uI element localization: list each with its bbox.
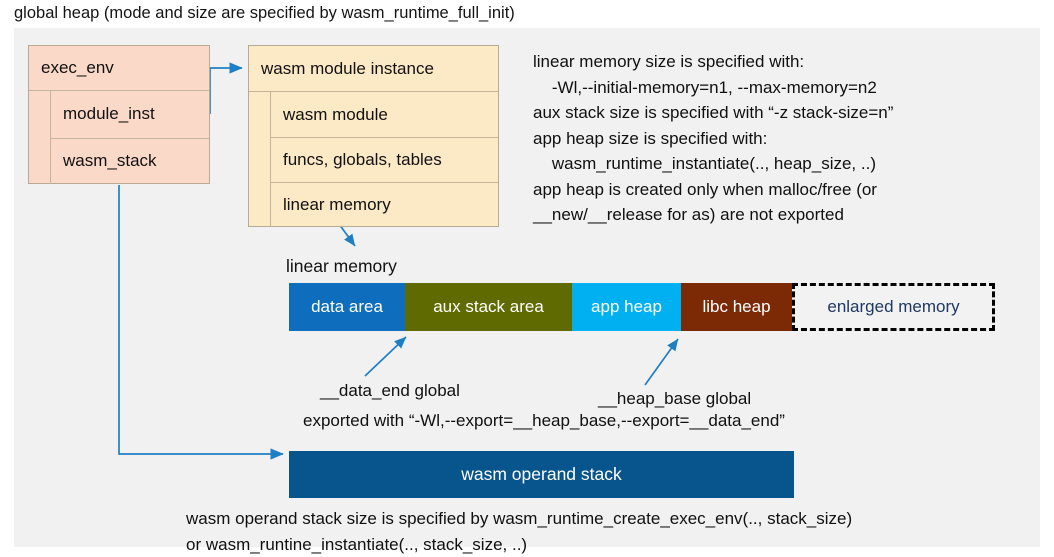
memory-segment-enlarged-memory: enlarged memory xyxy=(792,283,995,331)
wasm-operand-stack-label: wasm operand stack xyxy=(461,464,622,484)
link-data-end xyxy=(364,336,407,377)
memory-segment-aux-stack-area: aux stack area xyxy=(405,283,572,331)
memory-segment-data-area: data area xyxy=(289,283,405,331)
annotation-data-end: __data_end global xyxy=(320,381,460,400)
exec-env-gutter xyxy=(29,91,51,184)
memory-segment-app-heap: app heap xyxy=(572,283,681,331)
exec-env-field-wasm-stack: wasm_stack xyxy=(51,137,209,185)
wasm-module-instance-box: wasm module instance wasm module funcs, … xyxy=(248,45,499,227)
wasm-module-instance-header: wasm module instance xyxy=(249,46,498,92)
field-wasm-module: wasm module xyxy=(283,104,388,124)
page-title: global heap (mode and size are specified… xyxy=(14,4,515,22)
link-heap-base xyxy=(644,338,679,386)
exec-env-field-module-inst: module_inst xyxy=(63,104,155,124)
field-linear-memory: linear memory xyxy=(271,182,498,227)
annotation-exported-with: exported with “-Wl,--export=__heap_base,… xyxy=(303,411,785,430)
wasm-module-instance-gutter xyxy=(249,92,271,227)
linear-memory-bar-label: linear memory xyxy=(286,256,397,276)
memory-segment-libc-heap: libc heap xyxy=(681,283,792,331)
field-funcs-globals-tables: funcs, globals, tables xyxy=(271,137,498,182)
diagram-canvas: exec_env module_inst wasm_stack wasm mod… xyxy=(14,28,1040,554)
annotation-heap-base: __heap_base global xyxy=(598,389,752,408)
exec-env-body: module_inst wasm_stack xyxy=(29,91,209,184)
wasm-operand-stack-bar: wasm operand stack xyxy=(289,451,794,498)
linear-memory-info-text: linear memory size is specified with: -W… xyxy=(533,52,894,224)
exec-env-header: exec_env xyxy=(29,46,209,91)
exec-env-box: exec_env module_inst wasm_stack xyxy=(28,45,210,184)
operand-stack-note: wasm operand stack size is specified by … xyxy=(186,509,853,554)
wasm-module-instance-body: wasm module funcs, globals, tables linea… xyxy=(249,92,498,227)
wasm-module-instance-field-list: wasm module funcs, globals, tables linea… xyxy=(271,92,498,227)
exec-env-field-list: module_inst wasm_stack xyxy=(51,91,209,184)
